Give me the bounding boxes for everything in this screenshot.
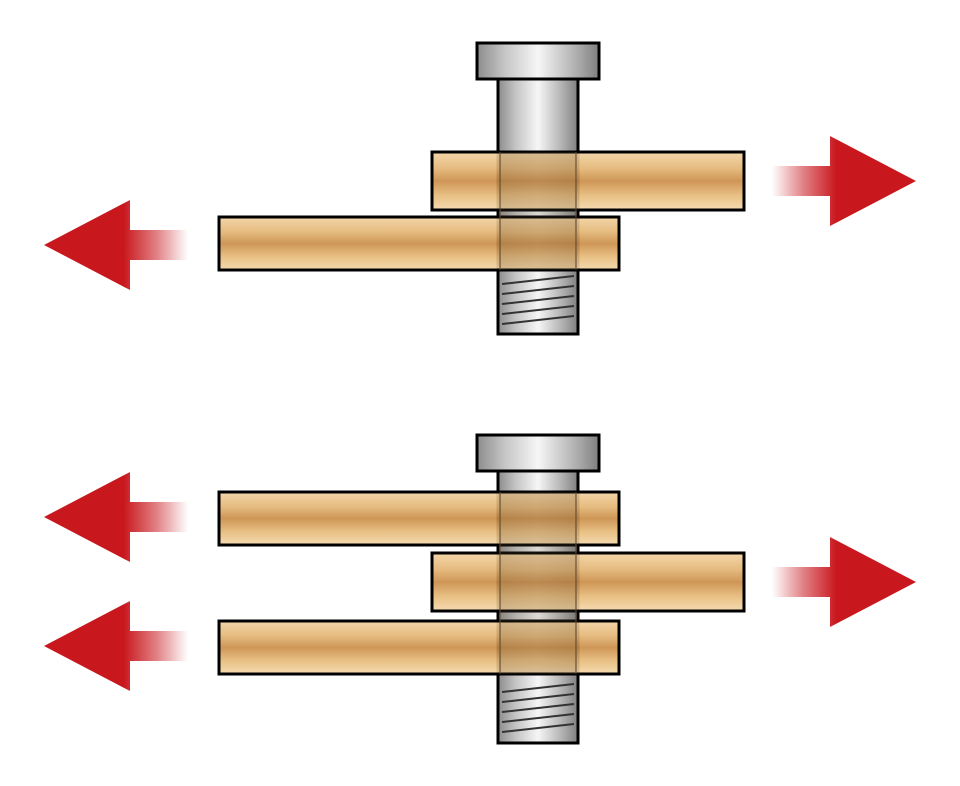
double-shear-joint <box>44 433 916 745</box>
plate-lower <box>217 215 621 272</box>
bolt-shadow <box>500 152 576 270</box>
bolt-head <box>475 41 601 81</box>
bolt-thread-icon <box>501 275 575 325</box>
bolt-thread-icon <box>501 683 575 733</box>
bolt-through-plates <box>499 152 577 270</box>
bolt-shadow <box>500 492 576 674</box>
force-arrow-right-icon <box>772 537 916 627</box>
plate-top <box>217 490 621 547</box>
single-shear-joint <box>44 41 916 336</box>
force-arrow-left-icon <box>44 200 188 290</box>
plate-upper <box>430 150 746 212</box>
force-arrow-right-icon <box>772 136 916 226</box>
force-arrow-left-icon <box>44 472 188 562</box>
plate-middle <box>430 551 746 613</box>
plate-bottom <box>217 619 621 676</box>
bolt-head <box>475 433 601 473</box>
force-arrow-left-icon <box>44 601 188 691</box>
bolt-through-plates <box>499 492 577 674</box>
